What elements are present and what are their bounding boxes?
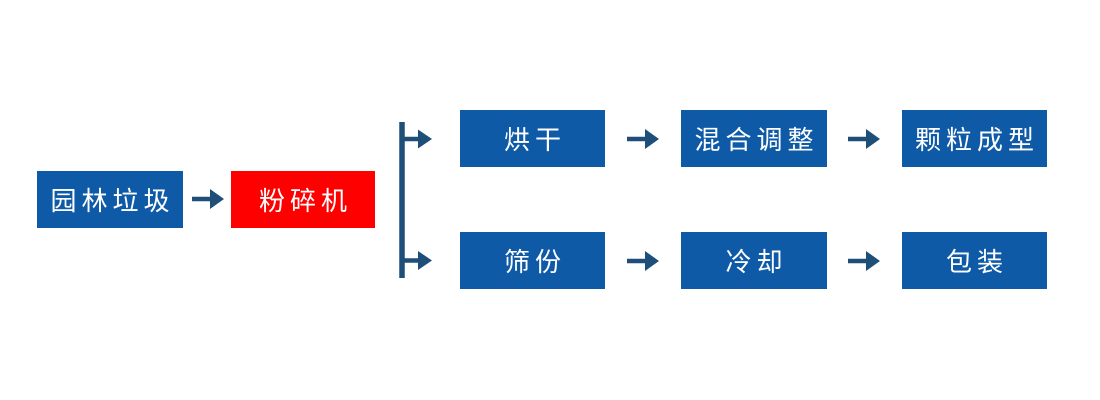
arrow-right-icon bbox=[848, 251, 880, 271]
arrow-right-icon bbox=[627, 129, 659, 149]
flow-step-crusher: 粉碎机 bbox=[231, 171, 375, 228]
flow-step-drying: 烘干 bbox=[460, 110, 605, 167]
branch-bracket-arrows-icon bbox=[399, 122, 432, 278]
arrow-right-icon bbox=[627, 251, 659, 271]
flow-step-garden-waste: 园林垃圾 bbox=[37, 171, 183, 228]
flow-step-sieving: 筛份 bbox=[460, 232, 605, 289]
arrow-right-icon bbox=[192, 189, 224, 209]
flow-step-cooling: 冷却 bbox=[681, 232, 827, 289]
flow-step-pellet-forming: 颗粒成型 bbox=[902, 110, 1047, 167]
arrow-right-icon bbox=[848, 129, 880, 149]
flow-step-packaging: 包装 bbox=[902, 232, 1047, 289]
flow-step-mixing-adjustment: 混合调整 bbox=[681, 110, 827, 167]
